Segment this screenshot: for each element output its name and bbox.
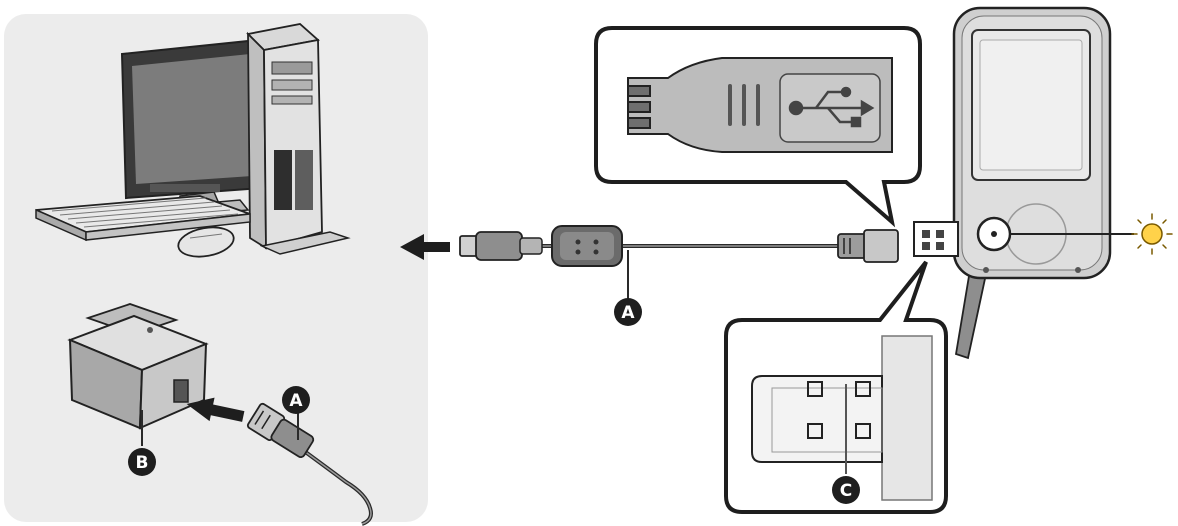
mouse (177, 226, 235, 258)
callout-c-usb-terminal: C (832, 476, 860, 504)
keyboard (35, 195, 251, 242)
ac-adapter-illustration (67, 303, 209, 430)
usb-plug-computer-end (459, 231, 543, 261)
svg-text:A: A (621, 303, 635, 323)
svg-text:C: C (840, 481, 852, 501)
usb-terminal-closeup (751, 375, 883, 463)
ferrite-core (551, 225, 623, 267)
svg-text:A: A (289, 391, 303, 411)
callout-b-ac-adapter: B (128, 448, 156, 476)
computer-illustration (35, 23, 351, 258)
arrow-left-icon (400, 234, 450, 260)
zoom-bubble-usb-plug (594, 26, 922, 228)
callout-a-cable-adapter: A (282, 386, 310, 414)
tower-case (246, 23, 351, 255)
arrow-right-icon (186, 397, 245, 422)
usb-plug-camera-end (837, 229, 899, 263)
callout-a-cable-computer: A (614, 298, 642, 326)
svg-text:B: B (136, 453, 149, 473)
usb-plug-closeup (627, 57, 893, 153)
camera-illustration (913, 6, 1112, 360)
adapter-usb-cable (246, 402, 373, 526)
zoom-bubble-usb-terminal (724, 260, 948, 514)
sun-burst-icon (1131, 213, 1173, 255)
usb-icon (788, 86, 875, 128)
usb-cable (459, 225, 899, 267)
